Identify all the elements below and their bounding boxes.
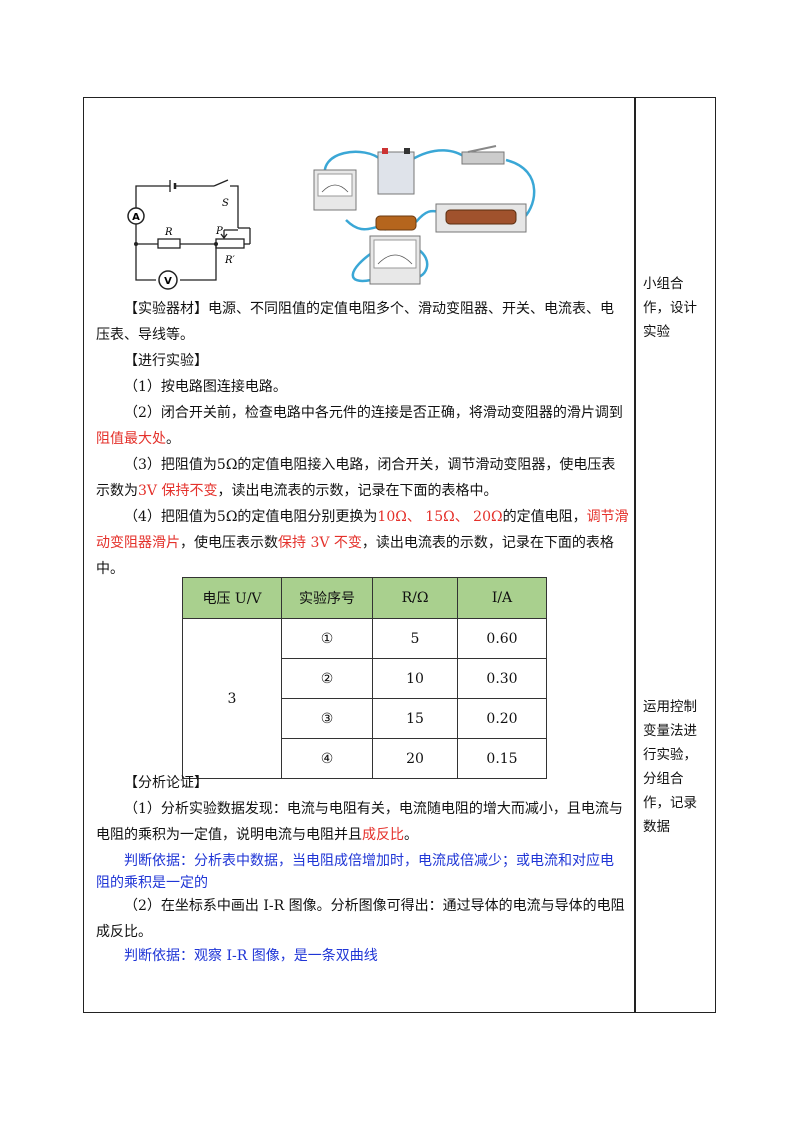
svg-text:R: R [164,227,173,238]
step-2-cont: 阻值最大处。 [96,431,180,447]
seq-cell: ① [281,618,373,659]
column-divider [634,97,636,1013]
analysis-1-cont: 电阻的乘积为一定值，说明电流与电阻并且成反比。 [96,827,418,843]
table-row: 3 ① 5 0.60 [182,618,547,779]
step-3: （3）把阻值为5Ω的定值电阻接入电路，闭合开关，调节滑动变阻器，使电压表 [124,457,616,473]
analysis-1: （1）分析实验数据发现：电流与电阻有关，电流随电阻的增大而减小，且电流与 [124,801,623,817]
voltage-cell: 3 [182,618,282,779]
r-cell: 15 [372,698,458,739]
svg-text:R′: R′ [224,255,236,266]
svg-text:P: P [215,226,223,237]
lesson-table-frame [83,97,716,1013]
procedure-heading: 【进行实验】 [124,353,208,369]
r-cell: 5 [372,618,458,659]
materials-line: 【实验器材】电源、不同阻值的定值电阻多个、滑动变阻器、开关、电流表、电 [124,301,614,317]
header-resistance: R/Ω [372,577,458,619]
header-seq: 实验序号 [281,577,373,619]
circuit-diagram: A V S R P R′ [127,179,251,290]
i-cell: 0.20 [457,698,547,739]
data-table: 电压 U/V 实验序号 R/Ω I/A 3 ① 5 0.60 ② 10 0.30… [182,577,547,779]
analysis-heading: 【分析论证】 [124,775,208,791]
seq-cell: ② [281,658,373,699]
svg-text:A: A [132,212,140,223]
header-voltage: 电压 U/V [182,577,282,619]
table-row: ③ 15 0.20 [183,698,547,739]
i-cell: 0.30 [457,658,547,699]
analysis-2: （2）在坐标系中画出 I-R 图像。分析图像可得出：通过导体的电流与导体的电阻 [124,898,625,914]
r-cell: 20 [372,738,458,779]
materials-line-2: 压表、导线等。 [96,327,194,343]
i-cell: 0.15 [457,738,547,779]
seq-cell: ③ [281,698,373,739]
step-1: （1）按电路图连接电路。 [124,379,287,395]
side-note-record: 运用控制 变量法进 行实验， 分组合 作，记录 数据 [643,699,697,835]
step-4-cont: 动变阻器滑片，使电压表示数保持 3V 不变，读出电流表的示数，记录在下面的表格 [96,535,614,551]
seq-cell: ④ [281,738,373,779]
ammeter-symbol [127,207,145,225]
basis-2: 判断依据：观察 I-R 图像，是一条双曲线 [124,948,378,964]
r-cell: 10 [372,658,458,699]
table-header-row: 电压 U/V 实验序号 R/Ω I/A [182,577,547,619]
analysis-2-cont: 成反比。 [96,924,152,940]
svg-text:S: S [222,198,229,209]
basis-1-cont: 阻的乘积是一定的 [96,875,208,891]
table-row: ② 10 0.30 [183,658,547,699]
i-cell: 0.60 [457,618,547,659]
svg-text:V: V [164,276,172,287]
header-current: I/A [457,577,547,619]
apparatus-photo [313,145,536,285]
step-4-end: 中。 [96,561,124,577]
basis-1: 判断依据：分析表中数据，当电阻成倍增加时，电流成倍减少；或电流和对应电 [124,853,614,869]
step-3-cont: 示数为3V 保持不变，读出电流表的示数，记录在下面的表格中。 [96,483,498,499]
step-2: （2）闭合开关前，检查电路中各元件的连接是否正确，将滑动变阻器的滑片调到 [124,405,623,421]
table-row: ④ 20 0.15 [183,738,547,779]
side-note-design: 小组合 作，设计 实验 [643,276,697,340]
voltmeter-symbol [158,270,178,290]
step-4: （4）把阻值为5Ω的定值电阻分别更换为10Ω、 15Ω、 20Ω的定值电阻，调节… [124,509,629,525]
